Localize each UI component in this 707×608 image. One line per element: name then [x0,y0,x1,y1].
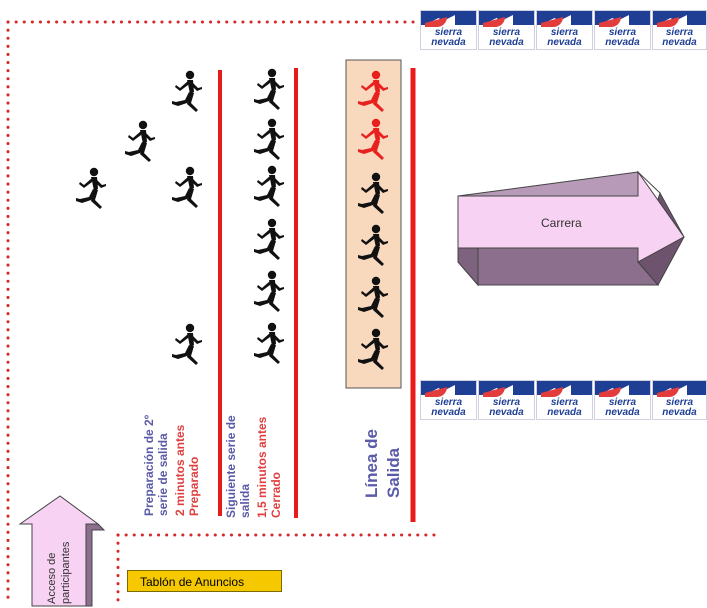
series-lines [218,68,416,522]
prep-label-line4: Preparado [187,456,201,516]
notice-board: Tablón de Anuncios [127,570,282,592]
prep-label-line2: serie de salida [156,433,170,516]
next-label-line2: salida [238,483,252,518]
dotted-fence [6,20,440,607]
prep-label-line3: 2 minutos antes [173,424,187,516]
access-label-1: Acceso de [46,552,58,604]
start-line-label-2: Salida [384,447,403,498]
access-label-2: participantes [60,541,72,604]
access-arrow [18,495,106,607]
start-line-label-1: Línea de [362,429,381,498]
next-label-line3: 1,5 minutos antes [255,416,269,518]
runner-group-prep [76,70,202,365]
runner-group-next [254,68,284,364]
next-label-line1: Siguiente serie de [224,415,238,518]
prep-label-line1: Preparación de 2º [142,414,156,516]
next-label-line4: Cerrado [269,471,283,518]
race-arrow [457,170,685,287]
race-arrow-label: Carrera [541,216,582,230]
